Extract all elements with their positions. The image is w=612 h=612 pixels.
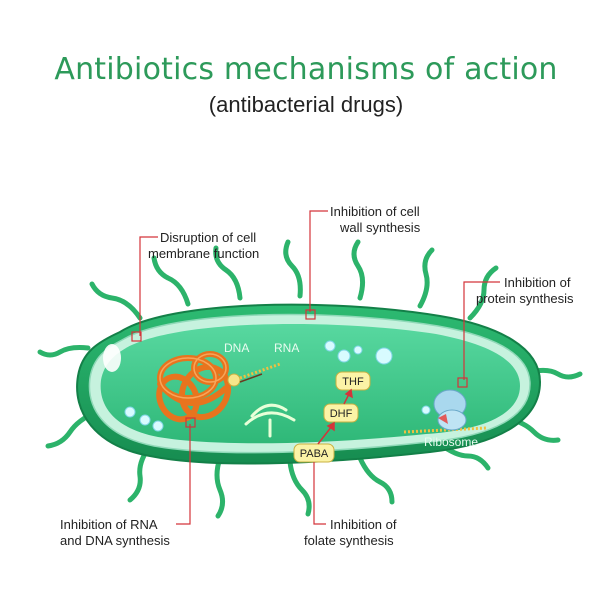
ribosome-label: Ribosome [424, 435, 478, 449]
label-wall-2: wall synthesis [339, 220, 421, 235]
folate-arrows [317, 388, 353, 445]
dna-label: DNA [224, 341, 249, 355]
diagram-title: Antibiotics mechanisms of action [54, 52, 558, 87]
ribosome [433, 389, 467, 431]
vesicles [124, 340, 431, 432]
rna-strand [239, 362, 281, 380]
dhf-label: DHF [330, 408, 353, 420]
mrna-strand [403, 426, 487, 434]
label-folate-1: Inhibition of [330, 517, 397, 532]
rna-label: RNA [274, 341, 299, 355]
label-membrane-1: Disruption of cell [160, 230, 256, 245]
mesosome [244, 403, 296, 438]
leader-lines [131, 210, 500, 525]
label-wall-1: Inhibition of cell [330, 204, 420, 219]
thf-box [335, 371, 371, 391]
label-nucleic-1: Inhibition of RNA [60, 517, 158, 532]
label-nucleic-2: and DNA synthesis [60, 533, 170, 548]
label-protein-1: Inhibition of [504, 275, 571, 290]
paba-label: PABA [300, 448, 329, 460]
label-membrane-2: membrane function [148, 246, 259, 261]
polymerase [227, 373, 241, 387]
label-protein-2: protein synthesis [476, 291, 574, 306]
thf-label: THF [342, 376, 364, 388]
dhf-box [323, 403, 359, 423]
flagella [37, 239, 583, 519]
diagram-subtitle: (antibacterial drugs) [208, 92, 404, 117]
membrane-highlight [103, 344, 121, 372]
label-folate-2: folate synthesis [304, 533, 394, 548]
